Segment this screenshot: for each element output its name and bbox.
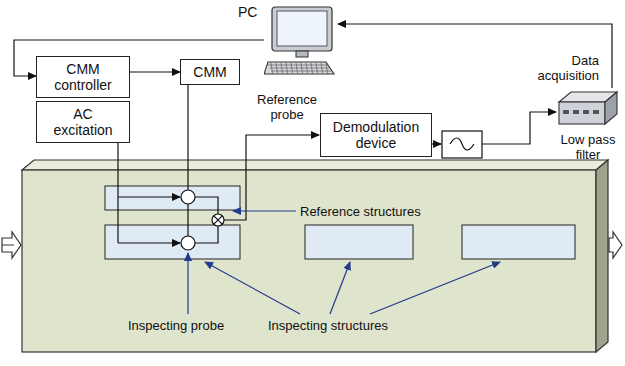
leader-line xyxy=(205,262,300,314)
keyboard-keys xyxy=(268,63,331,73)
reference-structure xyxy=(105,186,240,210)
probe-wire xyxy=(195,197,218,214)
daq-front xyxy=(559,102,605,124)
node-text: Demodulation device xyxy=(327,119,425,151)
board-top xyxy=(22,160,608,170)
key-col xyxy=(276,63,278,73)
node-text: CMM controller xyxy=(43,61,123,93)
controller-box: CMM controller xyxy=(36,56,130,98)
structure-label: Inspecting structures xyxy=(268,318,428,333)
low-pass-filter-symbol xyxy=(442,131,482,158)
probe-wire xyxy=(195,226,218,243)
excitation-wire xyxy=(117,140,118,243)
multiplier-symbol xyxy=(212,214,224,226)
node-text: AC excitation xyxy=(43,106,123,138)
node-text: PC xyxy=(238,4,257,20)
computer-drawing xyxy=(264,6,338,76)
keyboard xyxy=(264,62,334,74)
board-front xyxy=(22,170,596,352)
cmm-box: CMM xyxy=(180,59,240,85)
probe-label: Reference probe xyxy=(252,92,322,122)
demodulation-box: Demodulation device xyxy=(320,113,432,157)
excitation-wire xyxy=(118,242,180,243)
daq-side xyxy=(605,92,617,124)
feed-arrow-in xyxy=(2,232,21,258)
daq-port xyxy=(583,110,589,114)
structure-label: Reference structures xyxy=(300,204,450,219)
filter-wave xyxy=(450,138,474,150)
inspecting-probe-coil xyxy=(181,236,195,250)
computer-icon: PC xyxy=(264,6,338,76)
key-col xyxy=(311,63,313,73)
key-col xyxy=(326,63,328,73)
node-text: Data acquisition xyxy=(523,53,599,83)
monitor xyxy=(272,7,332,51)
multiplier-cross xyxy=(214,216,222,224)
excitation-box: AC excitation xyxy=(36,101,130,143)
leader-line xyxy=(187,253,188,314)
key-col xyxy=(301,63,303,73)
daq-port xyxy=(593,110,599,114)
key-col xyxy=(271,63,273,73)
connector-arrow xyxy=(338,24,612,88)
probe-label: Inspecting probe xyxy=(128,318,248,333)
feed-arrow-line xyxy=(2,245,14,246)
reference-probe-coil xyxy=(181,190,195,204)
signal-wire xyxy=(482,112,556,144)
key-col xyxy=(296,63,298,73)
key-row xyxy=(268,65,328,66)
cmm-probe-shaft xyxy=(187,84,188,236)
inspecting-structure xyxy=(305,225,413,259)
feed-arrow-out xyxy=(609,232,622,258)
leader-line xyxy=(330,262,350,314)
data-acquisition-icon: Data acquisition xyxy=(557,88,619,128)
key-col xyxy=(291,63,293,73)
signal-wire xyxy=(432,143,441,144)
inspecting-structure xyxy=(105,225,240,259)
daq-port xyxy=(573,110,579,114)
leader-line xyxy=(233,210,296,211)
daq-port xyxy=(563,110,569,114)
node-text: CMM xyxy=(193,64,226,80)
connector-arrow xyxy=(130,71,180,72)
screen xyxy=(277,11,327,46)
excitation-wire xyxy=(118,196,180,197)
monitor-stand xyxy=(296,51,308,57)
leader-line xyxy=(370,262,500,314)
board-side xyxy=(596,160,608,352)
inspecting-structure xyxy=(462,225,575,259)
daq-drawing xyxy=(557,88,619,128)
key-col xyxy=(281,63,283,73)
key-col xyxy=(316,63,318,73)
key-col xyxy=(306,63,308,73)
key-col xyxy=(321,63,323,73)
key-col xyxy=(286,63,288,73)
key-row xyxy=(270,68,330,69)
filter-label: Low pass filter xyxy=(556,132,620,162)
